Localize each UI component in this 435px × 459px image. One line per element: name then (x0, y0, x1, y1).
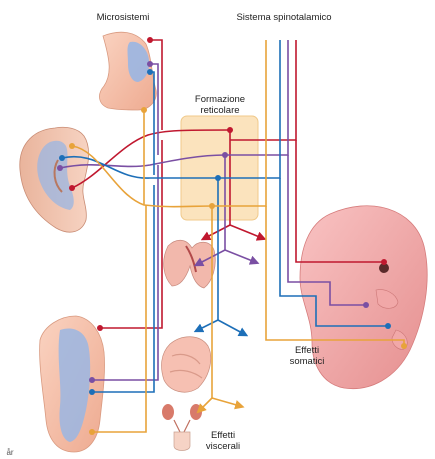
ear-illustration (20, 127, 89, 232)
microsystems-label: Microsistemi (88, 12, 158, 23)
reticular-formation-box (181, 116, 258, 220)
spinothalamic-system-label: Sistema spinotalamico (224, 12, 344, 23)
corner-mark: år (3, 447, 17, 458)
visceral-effects-label: Effetti viscerali (198, 430, 248, 452)
digestive-tract-illustration (162, 337, 211, 392)
heart-lungs-illustration (164, 240, 216, 288)
somatic-effects-label: Effetti somatici (282, 345, 332, 367)
reticular-formation-label: Formazione reticolare (186, 94, 254, 116)
kidneys-bladder-illustration (162, 404, 202, 451)
